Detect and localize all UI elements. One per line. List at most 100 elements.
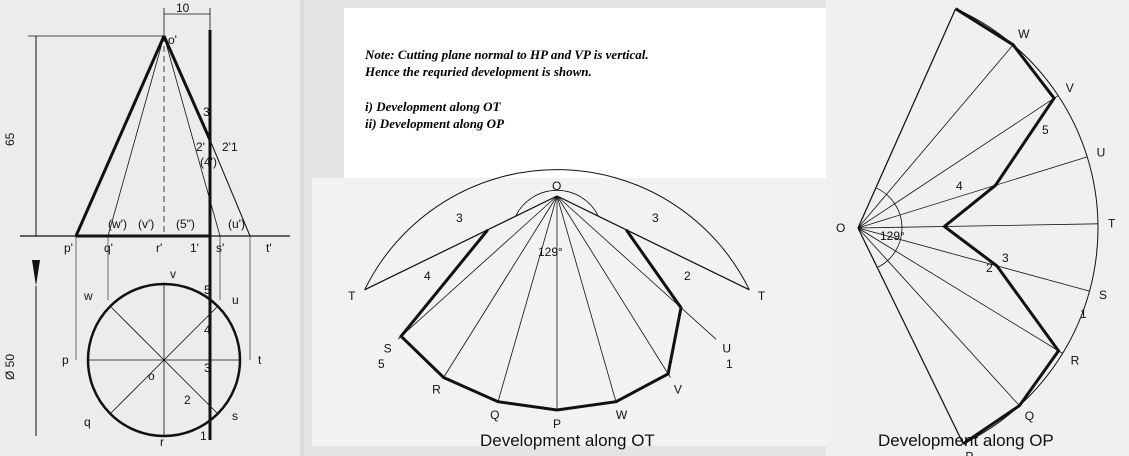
rim-label: R xyxy=(432,382,441,396)
plan-label: 5 xyxy=(204,283,211,297)
cut-point-label: 5 xyxy=(1042,123,1049,137)
cut-point-label: 5 xyxy=(378,357,385,371)
rim-label: W xyxy=(1018,27,1030,41)
rim-label: T xyxy=(1108,217,1116,231)
base-label: (u') xyxy=(228,217,245,231)
generator-line xyxy=(857,227,1020,406)
dev-ot-angle-label: 129° xyxy=(538,245,563,259)
cut-point-label: 3 xyxy=(652,211,659,225)
plan-line-uq xyxy=(109,305,219,415)
dev-op-caption: Development along OP xyxy=(878,431,1054,450)
plan-label: 4 xyxy=(204,323,211,337)
rim-label: V xyxy=(1066,81,1074,95)
left-panel xyxy=(0,0,300,456)
plan-label: r xyxy=(160,435,164,449)
dim-height-label: 65 xyxy=(3,132,17,146)
rim-label: R xyxy=(1071,354,1080,368)
gen-label: 2' xyxy=(196,140,205,154)
cut-point-label: 1 xyxy=(1080,307,1087,321)
generator-line xyxy=(556,195,617,402)
base-label: (w') xyxy=(108,217,127,231)
cut-point-label: 2 xyxy=(684,269,691,283)
plan-label: p xyxy=(62,353,69,367)
rim-label: W xyxy=(616,408,628,422)
boundary-line xyxy=(364,195,558,291)
plan-label: v xyxy=(170,267,176,281)
plan-label: 2 xyxy=(184,393,191,407)
note-box xyxy=(344,8,850,178)
rim-label: Q xyxy=(490,408,499,422)
rim-label: P xyxy=(553,417,561,431)
cut-point-label: 1 xyxy=(726,357,733,371)
dev-ot-apex-label: O xyxy=(552,179,561,193)
cut-point-label: 3 xyxy=(456,211,463,225)
cone-left-edge xyxy=(74,35,166,237)
generator-line xyxy=(497,195,558,402)
base-label: t' xyxy=(266,241,272,255)
rim-arc xyxy=(955,8,1099,445)
note-item-1: i) Development along OT xyxy=(365,99,501,114)
rim-label: Q xyxy=(1025,409,1034,423)
dim-diameter-label: Ø 50 xyxy=(3,354,17,380)
generator-line xyxy=(443,195,558,378)
plan-label: q xyxy=(84,415,91,429)
generator-line xyxy=(857,223,1098,229)
apex-label: o' xyxy=(168,33,177,47)
plan-label: o xyxy=(148,369,155,383)
ot-area xyxy=(312,178,850,446)
plan-labels: v w p q r s t u o 5 4 3 2 1 xyxy=(62,267,262,449)
generator-line xyxy=(857,227,1090,292)
base-label: p' xyxy=(64,241,73,255)
cone-right-edge-lower xyxy=(209,139,251,237)
base-label: 1' xyxy=(190,241,199,255)
cut-point-label: 4 xyxy=(956,179,963,193)
base-label: r' xyxy=(156,241,162,255)
note-line-1: Note: Cutting plane normal to HP and VP … xyxy=(364,47,649,62)
generator-q xyxy=(107,35,165,237)
arrow-down xyxy=(32,260,40,286)
generator-line xyxy=(556,195,671,378)
generator-line xyxy=(397,195,558,340)
plan-label: 3 xyxy=(204,361,211,375)
rim-label: T xyxy=(348,289,356,303)
note-item-2: ii) Development along OP xyxy=(365,116,505,131)
cut-curve xyxy=(941,7,1061,445)
rim-label: S xyxy=(1099,288,1107,302)
rim-label: T xyxy=(758,289,766,303)
generator-line xyxy=(857,227,1063,354)
generator-line xyxy=(556,195,717,340)
rim-label: P xyxy=(957,0,965,3)
rim-label: S xyxy=(384,342,392,356)
gen-label: 3' xyxy=(203,105,212,119)
plan-label: w xyxy=(83,289,93,303)
top-view xyxy=(32,260,242,438)
generator-line xyxy=(857,44,1014,229)
angle-arc xyxy=(515,190,599,217)
development-op: P W V U T S R Q P 5 4 32 1 xyxy=(857,0,1116,456)
boundary-line xyxy=(857,8,957,229)
plan-label: 1 xyxy=(200,429,207,443)
plan-label: t xyxy=(258,353,262,367)
dev-op-apex-label: O xyxy=(836,221,845,235)
rim-label: U xyxy=(1097,146,1106,160)
angle-arc xyxy=(875,187,903,268)
generator-line xyxy=(857,95,1059,229)
base-label: (v') xyxy=(138,217,154,231)
rim-arc xyxy=(364,169,750,291)
rim-label: P xyxy=(965,449,973,456)
generator-labels: 3' 2' 2'1 (4') xyxy=(196,105,238,169)
boundary-line xyxy=(556,195,750,291)
dev-op-angle-label: 129° xyxy=(880,229,905,243)
cut-point-label: 4 xyxy=(424,269,431,283)
base-label: q' xyxy=(104,241,113,255)
gen-label: 2'1 xyxy=(222,140,238,154)
cut-point-label: 3 xyxy=(1002,251,1009,265)
gen-label: (4') xyxy=(200,155,217,169)
plan-label: u xyxy=(232,293,239,307)
base-labels: p' q' (w') (v') r' (5") 1' s' (u') t' xyxy=(64,217,272,255)
dim-top-label: 10 xyxy=(176,1,190,15)
rim-label: V xyxy=(674,382,682,396)
cut-point-label: 2 xyxy=(986,261,993,275)
base-label: (5") xyxy=(176,217,195,231)
